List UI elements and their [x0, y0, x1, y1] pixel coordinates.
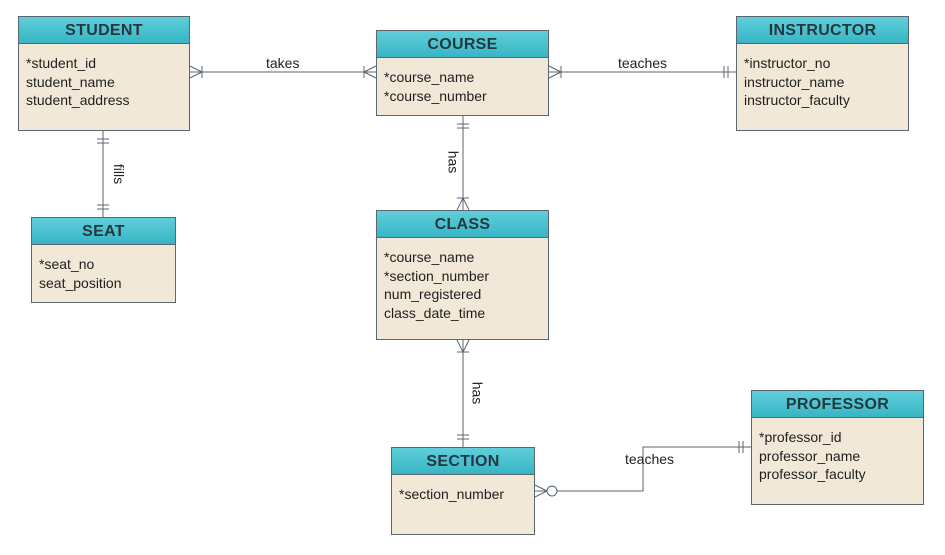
relationship-label-teaches-professor: teaches [625, 451, 675, 467]
relationship-label-has-section: has [469, 381, 486, 405]
attribute: professor_faculty [759, 466, 866, 482]
attribute-list: *section_number [392, 475, 534, 504]
entity-title: SEAT [32, 218, 175, 245]
entity-title: CLASS [377, 211, 548, 238]
attribute: *instructor_no [744, 55, 831, 71]
entity-title: COURSE [377, 31, 548, 58]
entity-section[interactable]: SECTION *section_number [391, 447, 535, 535]
attribute: *professor_id [759, 429, 842, 445]
attribute: seat_position [39, 274, 122, 291]
entity-title: SECTION [392, 448, 534, 475]
attribute: *section_number [399, 486, 505, 502]
attribute: *course_number [384, 87, 487, 104]
entity-course[interactable]: COURSE *course_name *course_number [376, 30, 549, 116]
connector-teaches-professor[interactable] [534, 441, 751, 498]
connector-takes[interactable] [189, 65, 377, 79]
attribute-list: *student_id student_name student_address [19, 44, 189, 110]
connector-has-class[interactable] [456, 116, 470, 211]
attribute: instructor_faculty [744, 92, 850, 108]
relationship-label-fills: fills [111, 163, 128, 185]
attribute-list: *professor_id professor_name professor_f… [752, 418, 923, 484]
entity-title: PROFESSOR [752, 391, 923, 418]
connector-has-section[interactable] [456, 339, 470, 447]
attribute: student_name [26, 73, 115, 90]
attribute-list: *course_name *section_number num_registe… [377, 238, 548, 322]
attribute-list: *course_name *course_number [377, 58, 548, 105]
entity-class[interactable]: CLASS *course_name *section_number num_r… [376, 210, 549, 340]
relationship-label-has-class: has [445, 150, 462, 174]
entity-seat[interactable]: SEAT *seat_no seat_position [31, 217, 176, 303]
entity-instructor[interactable]: INSTRUCTOR *instructor_no instructor_nam… [736, 16, 909, 131]
entity-professor[interactable]: PROFESSOR *professor_id professor_name p… [751, 390, 924, 505]
relationship-label-takes: takes [266, 55, 300, 71]
attribute: num_registered [384, 286, 482, 302]
attribute: *seat_no [39, 256, 95, 272]
connector-fills[interactable] [97, 131, 109, 217]
entity-student[interactable]: STUDENT *student_id student_name student… [18, 16, 190, 131]
attribute: *student_id [26, 55, 97, 71]
connector-teaches-instructor[interactable] [548, 65, 736, 79]
attribute: *course_name [384, 249, 475, 265]
relationship-label-teaches-instructor: teaches [618, 55, 668, 71]
entity-title: STUDENT [19, 17, 189, 44]
attribute-list: *instructor_no instructor_name instructo… [737, 44, 908, 110]
attribute: class_date_time [384, 304, 486, 321]
attribute: instructor_name [744, 73, 845, 90]
attribute-list: *seat_no seat_position [32, 245, 175, 292]
attribute: student_address [26, 92, 130, 108]
entity-title: INSTRUCTOR [737, 17, 908, 44]
attribute: professor_name [759, 447, 861, 464]
attribute: *section_number [384, 267, 490, 284]
attribute: *course_name [384, 69, 475, 85]
